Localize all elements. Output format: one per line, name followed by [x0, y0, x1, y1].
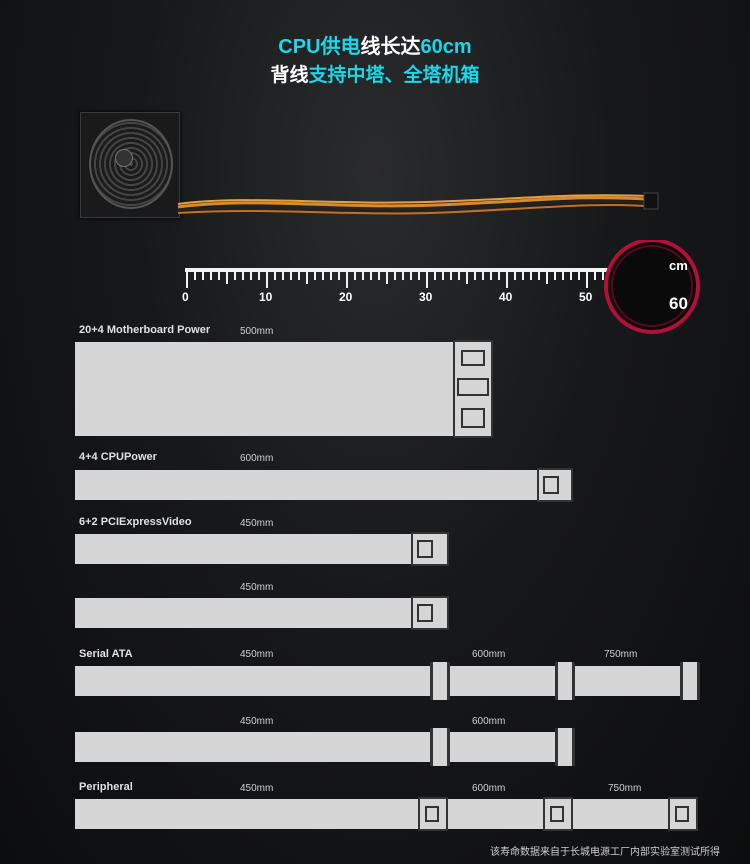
heading-support-text: 支持中塔、全塔机箱: [308, 65, 480, 86]
length-label: 450mm: [240, 649, 274, 660]
connector-molex-icon: [543, 797, 573, 831]
cable-bar-pcie-2: [75, 598, 411, 628]
heading-back-text: 背线: [270, 65, 309, 86]
connector-8pin-icon: [537, 468, 573, 502]
heading-line-2: 背线支持中塔、全塔机箱: [0, 60, 750, 87]
connector-24pin-icon: [453, 340, 493, 438]
cable-bar-motherboard: [75, 342, 453, 436]
cable-bar-sata: [75, 666, 695, 696]
ruler-labels: 0 10 20 30 40 50: [180, 290, 680, 310]
ruler-label: 50: [579, 290, 593, 304]
cable-bar-sata-2: [75, 732, 570, 762]
ruler-label: 0: [182, 290, 189, 304]
connector-sata-icon: [430, 728, 450, 766]
connector-molex-icon: [418, 797, 448, 831]
ruler-label: 10: [259, 290, 273, 304]
ruler-end-value: 60: [669, 294, 688, 313]
row-label: Peripheral: [79, 781, 133, 793]
heading-length-text: 60cm: [420, 36, 472, 58]
length-label: 750mm: [604, 649, 638, 660]
cable-bar-cpu: [75, 470, 537, 500]
row-label: 6+2 PCIExpressVideo: [79, 516, 192, 528]
connector-sata-icon: [680, 662, 700, 700]
fan-icon: [89, 119, 173, 209]
fan-hub-icon: [115, 149, 133, 167]
length-label: 450mm: [240, 518, 274, 529]
ruler-magnifier-ring: [604, 240, 700, 334]
length-label: 450mm: [240, 783, 274, 794]
connector-pcie-icon: [411, 532, 449, 566]
ruler-unit: cm: [669, 258, 688, 273]
power-supply-image: [80, 112, 180, 218]
cable-bar-pcie: [75, 534, 411, 564]
heading-line-1: CPU供电线长达60cm: [0, 30, 750, 59]
length-label: 600mm: [472, 716, 506, 727]
footnote: 该寿命数据来自于长城电源工厂内部实验室测试所得: [490, 847, 720, 858]
row-label: 20+4 Motherboard Power: [79, 324, 211, 336]
length-label: 600mm: [472, 649, 506, 660]
length-label: 600mm: [472, 783, 506, 794]
row-label: Serial ATA: [79, 648, 133, 660]
ruler-scale: [185, 240, 700, 334]
cable-bar-peripheral: [75, 799, 695, 829]
heading-mid-text: 线长达: [360, 36, 421, 58]
connector-molex-icon: [668, 797, 698, 831]
cable-bundle-image: [177, 192, 659, 215]
ruler-label: 40: [499, 290, 513, 304]
length-label: 750mm: [608, 783, 642, 794]
ruler-label: 20: [339, 290, 353, 304]
connector-sata-icon: [430, 662, 450, 700]
connector-sata-icon: [555, 662, 575, 700]
length-label: 450mm: [240, 582, 274, 593]
connector-pcie-icon: [411, 596, 449, 630]
length-label: 450mm: [240, 716, 274, 727]
length-label: 500mm: [240, 326, 274, 337]
heading-cpu-text: CPU供电: [278, 36, 361, 58]
connector-sata-icon: [555, 728, 575, 766]
ruler-label: 30: [419, 290, 433, 304]
row-label: 4+4 CPUPower: [79, 451, 157, 463]
length-label: 600mm: [240, 453, 274, 464]
